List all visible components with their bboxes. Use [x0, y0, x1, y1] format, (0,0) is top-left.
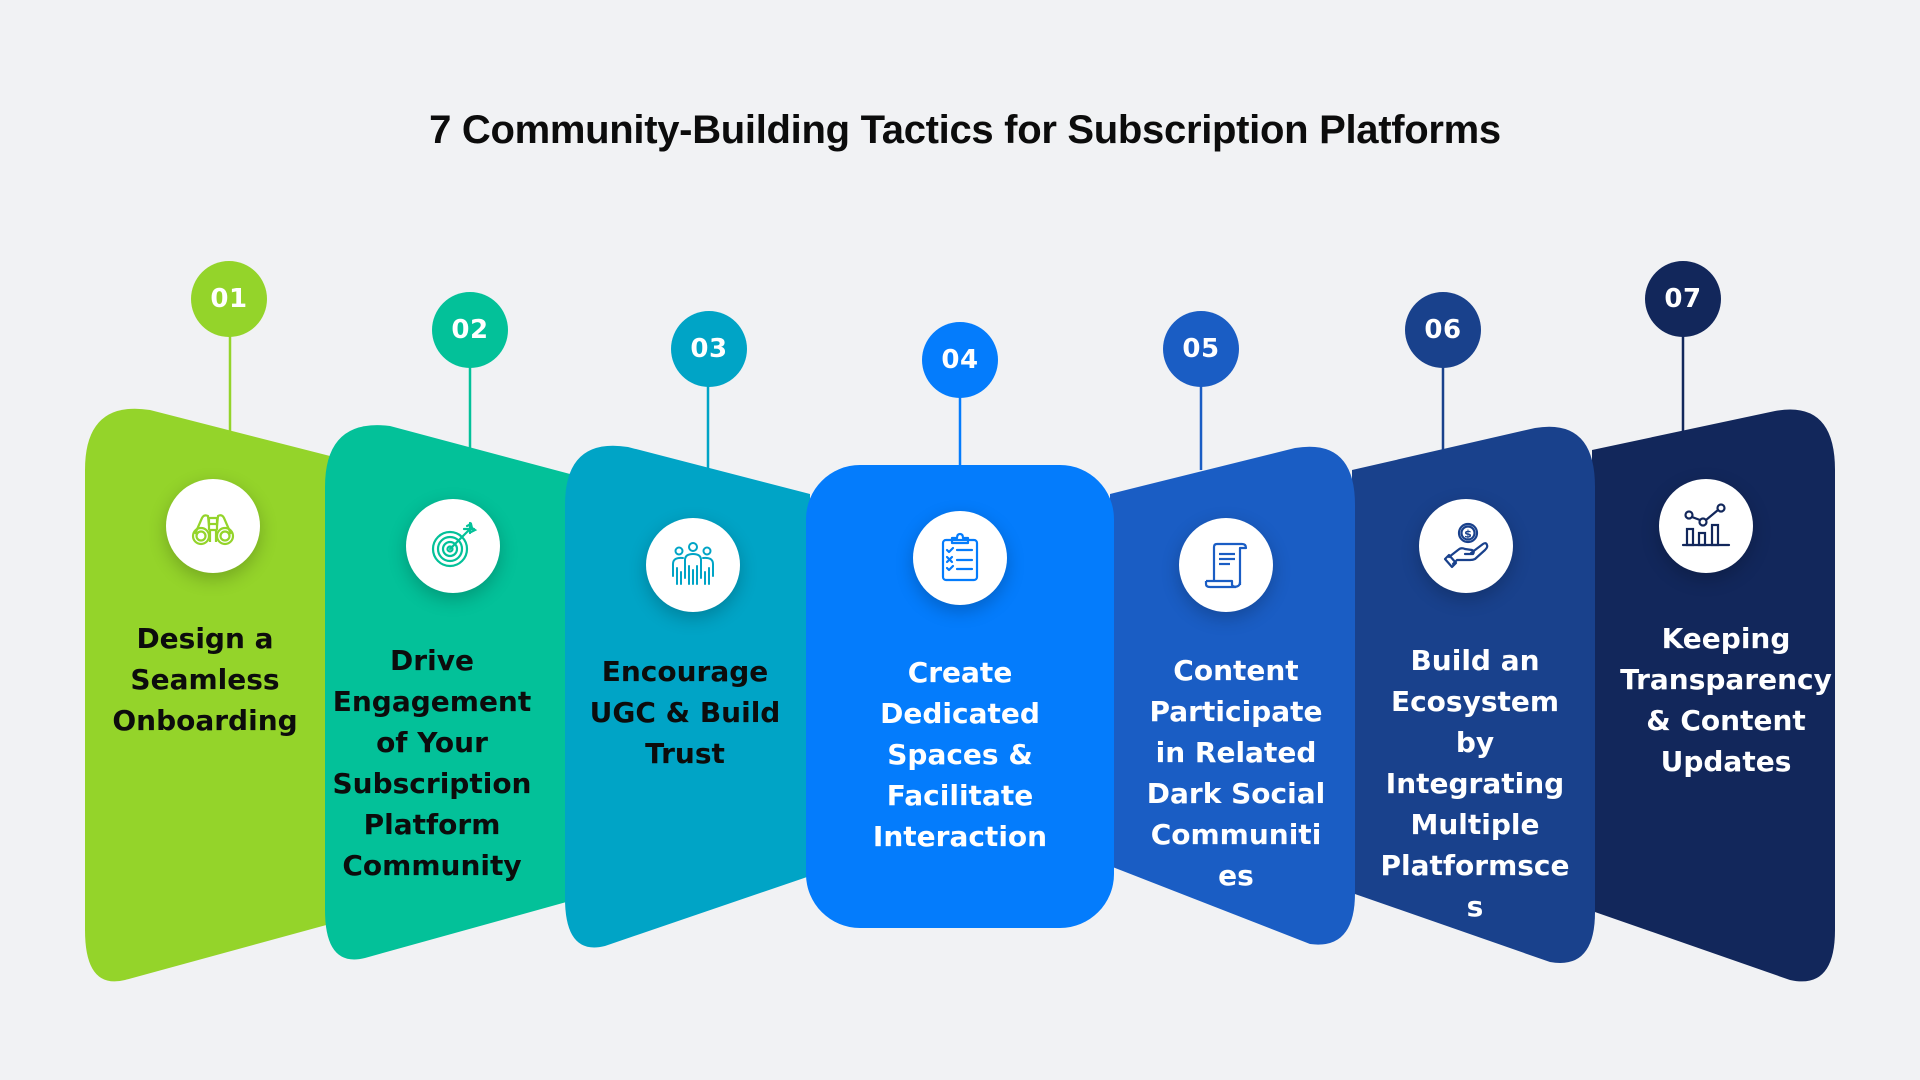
step-number: 04: [941, 345, 979, 375]
icon-badge: [646, 518, 740, 612]
icon-badge: [1659, 479, 1753, 573]
step-number: 07: [1664, 284, 1702, 314]
step-number: 06: [1424, 315, 1462, 345]
step-number-badge: 02: [432, 292, 508, 368]
icon-badge: [913, 511, 1007, 605]
step-number: 03: [690, 334, 728, 364]
step-number-badge: 04: [922, 322, 998, 398]
step-number: 02: [451, 315, 489, 345]
step-number-badge: 07: [1645, 261, 1721, 337]
svg-text:$: $: [1464, 528, 1472, 541]
group-people-icon: [672, 542, 714, 585]
scroll-document-icon: [1204, 542, 1248, 589]
bar-chart-trend-icon: [1681, 503, 1731, 547]
icon-badge: [1179, 518, 1273, 612]
step-label-03: Encourage UGC & Build Trust: [589, 655, 781, 770]
step-number-badge: 06: [1405, 292, 1481, 368]
hand-coin-icon: $: [1443, 522, 1489, 569]
card-04: [806, 465, 1114, 928]
step-label-01: Design a Seamless Onboarding: [112, 622, 298, 737]
step-label-06: Build an Ecosystem by Integrating Multip…: [1380, 644, 1570, 923]
step-label-07: Keeping Transparency & Content Updates: [1620, 622, 1832, 778]
clipboard-checklist-icon: [941, 532, 979, 582]
card-07: [1592, 409, 1835, 982]
binoculars-icon: [191, 514, 235, 546]
step-number-badge: 05: [1163, 311, 1239, 387]
step-number-badge: 03: [671, 311, 747, 387]
card-01: [85, 408, 330, 982]
target-arrow-icon: [431, 521, 478, 568]
step-number-badge: 01: [191, 261, 267, 337]
icon-badge: [166, 479, 260, 573]
card-05: [1110, 446, 1355, 945]
step-number: 05: [1182, 334, 1220, 364]
card-03: [565, 445, 810, 948]
step-number: 01: [210, 284, 248, 314]
icon-badge: [406, 499, 500, 593]
infographic-title: 7 Community-Building Tactics for Subscri…: [429, 108, 1501, 152]
icon-badge: $: [1419, 499, 1513, 593]
step-label-04: Create Dedicated Spaces & Facilitate Int…: [872, 656, 1048, 853]
step-label-02: Drive Engagement of Your Subscription Pl…: [332, 644, 532, 882]
card-06: [1352, 426, 1595, 963]
card-02: [325, 425, 570, 960]
step-label-05: Content Participate in Related Dark Soci…: [1146, 654, 1326, 892]
